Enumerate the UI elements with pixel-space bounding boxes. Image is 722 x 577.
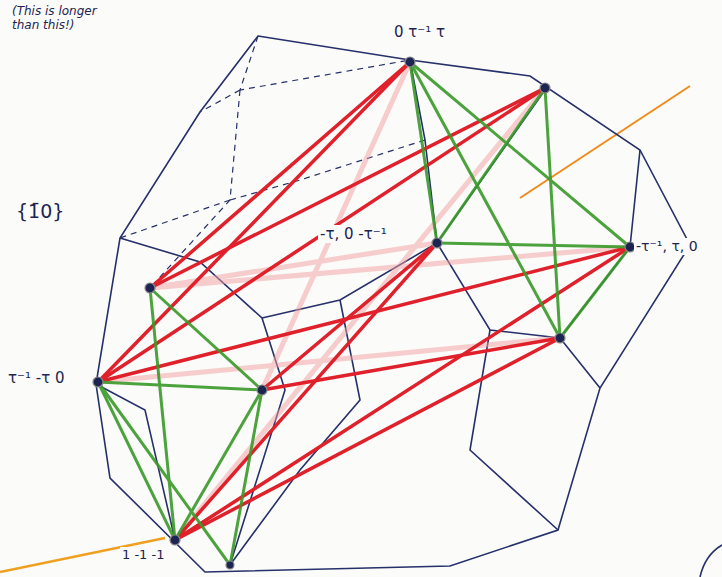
coordinate-label: τ⁻¹ -τ 0 xyxy=(6,369,66,387)
coordinate-label: -τ⁻¹, τ, 0 xyxy=(634,238,700,255)
label-box: (This is longer than this!) xyxy=(10,4,106,33)
label-box: -τ⁻¹, τ, 0 xyxy=(634,236,718,255)
coordinate-label: 1 -1 -1 xyxy=(120,547,166,563)
label-box: 1 -1 -1 xyxy=(120,544,190,563)
solid-outline xyxy=(96,36,722,577)
ghost-red-lines xyxy=(98,62,630,540)
note-text: (This is longer than this!) xyxy=(10,4,106,33)
red-lines xyxy=(98,62,630,540)
label-box: τ⁻¹ -τ 0 xyxy=(6,368,96,387)
vertex-dots xyxy=(93,57,635,569)
label-box: -τ, 0 -τ⁻¹ xyxy=(318,224,428,243)
label-box: 0 τ⁻¹ τ xyxy=(392,22,482,41)
coordinate-label: -τ, 0 -τ⁻¹ xyxy=(318,225,389,243)
coordinate-label: 0 τ⁻¹ τ xyxy=(392,23,447,41)
green-lines xyxy=(98,62,630,565)
label-box: {1̄0} xyxy=(14,200,74,223)
symbol-label: {1̄0} xyxy=(14,200,66,223)
